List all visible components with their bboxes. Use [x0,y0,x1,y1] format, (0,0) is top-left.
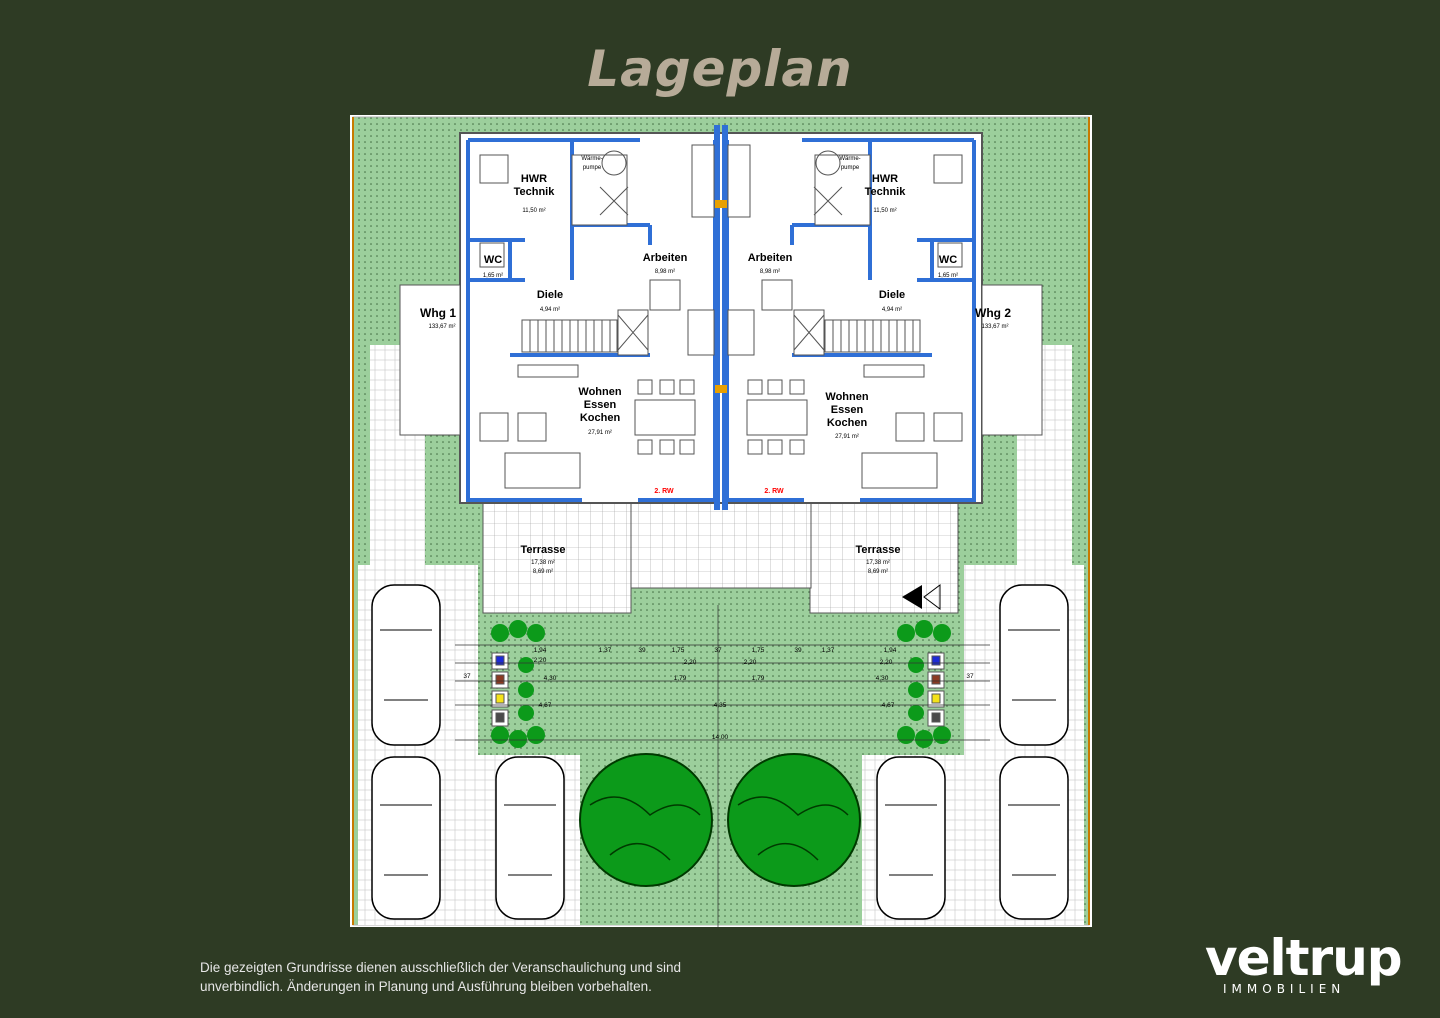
room-label-technik-right: Technik [865,186,907,198]
dim-14-00: 14,00 [712,734,729,741]
north-arrow-icon [902,584,941,610]
dim-1-37-right: 1,37 [822,647,835,654]
room-area-terrasse1-right: 17,38 m² [866,560,890,566]
dim-1-94-right: 1,94 [884,647,897,654]
room-area-wc-right: 1,65 m² [938,273,958,279]
disclaimer-line-2: unverbindlich. Änderungen in Planung und… [200,979,652,994]
dim-4-35: 4,35 [714,702,727,709]
dim-1-75-right: 1,75 [752,647,765,654]
car-icon-5 [999,584,1069,746]
disclaimer-line-1: Die gezeigten Grundrisse dienen ausschli… [200,960,682,975]
waermepumpe-label2-right: pumpe [841,165,860,171]
waermepumpe-label-left: Wärme- [581,156,602,162]
room-area-diele-right: 4,94 m² [882,307,902,313]
dim-2-20-c: 2,20 [744,659,757,666]
room-label-essen-right: Essen [831,404,864,416]
car-icon-3 [495,756,565,920]
dim-1-37-left: 1,37 [599,647,612,654]
room-label-hwr-left: HWR [521,173,547,185]
room-label-essen-left: Essen [584,399,617,411]
dim-4-30-right: 4,30 [876,675,889,682]
room-label-diele-right: Diele [879,289,905,301]
dim-2-20-d: 2,20 [880,659,893,666]
dim-4-67-right: 4,67 [882,702,895,709]
room-label-wc-left: WC [484,254,502,266]
room-area-arbeiten-right: 8,98 m² [760,269,780,275]
dim-37-right: 37 [966,673,974,680]
room-label-terrasse-right: Terrasse [855,544,900,556]
dim-39-right: 39 [794,647,802,654]
waermepumpe-label-right: Wärme- [839,156,860,162]
site-plan: HWR Technik HWR Technik WC WC Arbeiten A… [350,115,1092,927]
unit-label-left: Whg 1 [420,306,456,320]
dim-39-left: 39 [638,647,646,654]
disclaimer: Die gezeigten Grundrisse dienen ausschli… [200,958,800,996]
room-label-wohnen-left: Wohnen [578,386,621,398]
car-icon-1 [371,584,441,746]
car-icon-2 [371,756,441,920]
hedge-left [491,620,545,748]
room-label-wc-right: WC [939,254,957,266]
room-label-terrasse-left: Terrasse [520,544,565,556]
dim-4-30-left: 4,30 [544,675,557,682]
unit-area-right: 133,67 m² [981,324,1008,330]
room-area-wc-left: 1,65 m² [483,273,503,279]
terrace-left [482,502,632,614]
dim-1-79-right: 1,79 [752,675,765,682]
waste-bins-right [927,652,945,727]
room-label-arbeiten-right: Arbeiten [748,252,793,264]
hedge-right [897,620,951,748]
room-area-terrasse1-left: 17,38 m² [531,560,555,566]
room-area-hwr-right: 11,50 m² [873,208,896,214]
room-area-hwr-left: 11,50 m² [522,208,545,214]
rw-label-right: 2. RW [764,488,784,495]
dim-2-20-b: 2,20 [684,659,697,666]
veltrup-logo: veltrup IMMOBILIEN [1205,930,1420,1000]
room-label-wohnen-right: Wohnen [825,391,868,403]
unit-area-left: 133,67 m² [428,324,455,330]
tree-right-icon [727,753,861,887]
logo-subtitle: IMMOBILIEN [1223,982,1346,996]
room-area-arbeiten-left: 8,98 m² [655,269,675,275]
room-area-diele-left: 4,94 m² [540,307,560,313]
waste-bins-left [491,652,509,727]
terrace-right [809,502,959,614]
logo-name: veltrup [1205,929,1403,987]
room-area-terrasse2-right: 8,69 m² [868,569,888,575]
dim-4-67-left: 4,67 [539,702,552,709]
room-label-diele-left: Diele [537,289,563,301]
page-title: Lageplan [587,40,853,98]
room-area-terrasse2-left: 8,69 m² [533,569,553,575]
dim-1-79-left: 1,79 [674,675,687,682]
dim-37-left: 37 [463,673,471,680]
car-icon-4 [876,756,946,920]
dim-37-center: 37 [714,647,722,654]
tree-left-icon [579,753,713,887]
waermepumpe-label2-left: pumpe [583,165,602,171]
car-icon-6 [999,756,1069,920]
rw-label-left: 2. RW [654,488,674,495]
dim-2-20-a: 2,20 [534,657,547,664]
unit-label-right: Whg 2 [975,306,1011,320]
dim-1-94-left: 1,94 [534,647,547,654]
room-label-kochen-left: Kochen [580,412,621,424]
room-label-kochen-right: Kochen [827,417,868,429]
room-area-wohnen-right: 27,91 m² [835,434,859,440]
room-label-hwr-right: HWR [872,173,898,185]
room-area-wohnen-left: 27,91 m² [588,430,612,436]
room-label-arbeiten-left: Arbeiten [643,252,688,264]
dim-1-75-left: 1,75 [672,647,685,654]
room-label-technik-left: Technik [514,186,556,198]
